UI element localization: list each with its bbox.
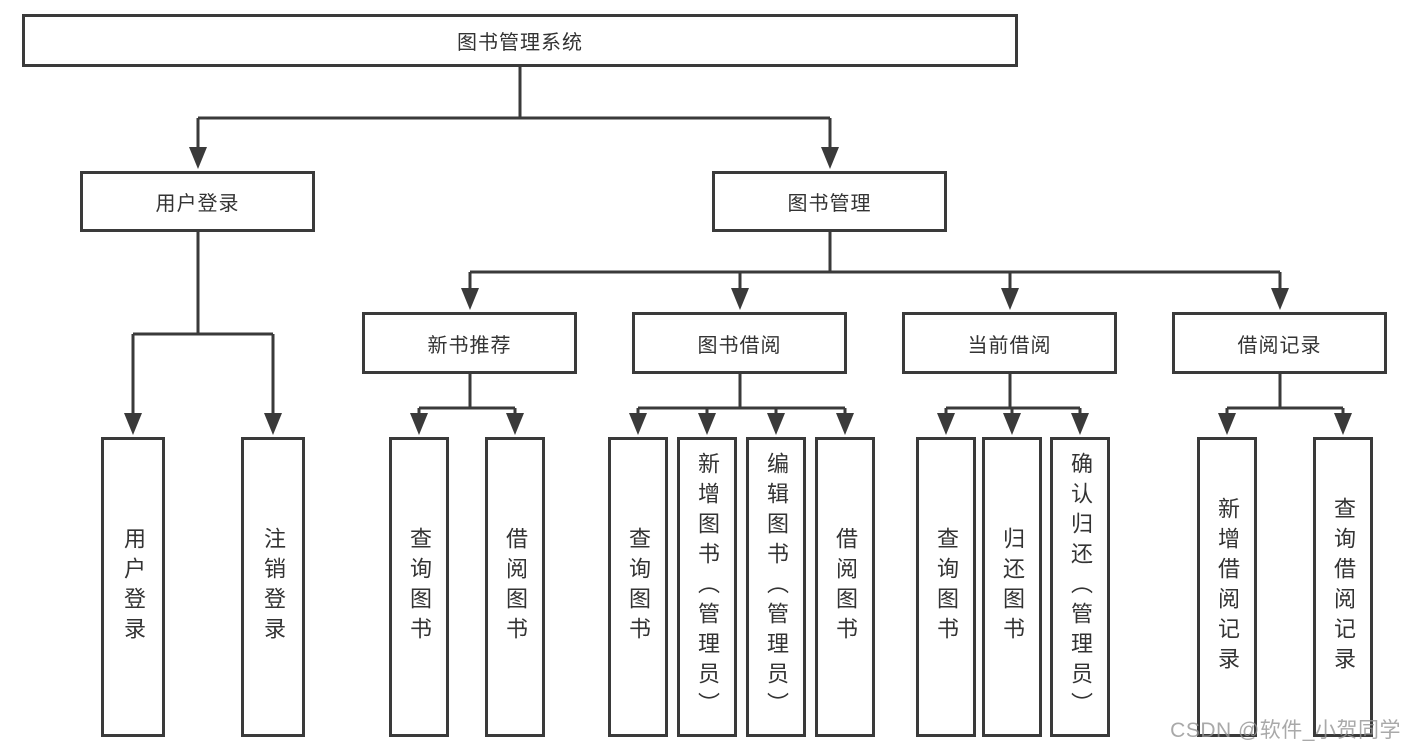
leaf-records-query-record-label: 查询借阅记录 [1331, 497, 1356, 677]
arrowhead [1071, 413, 1089, 435]
arrowhead [1334, 413, 1352, 435]
arrowhead [506, 413, 524, 435]
watermark: CSDN @软件_小贺同学 [1170, 719, 1401, 742]
connector-bookborrow-to-leaves [636, 374, 847, 415]
arrowhead [937, 413, 955, 435]
arrowhead [767, 413, 785, 435]
leaf-records-add-record: 新增借阅记录 [1197, 437, 1257, 737]
arrowhead [1271, 288, 1289, 310]
leaf-borrow-borrow-books-label: 借阅图书 [833, 527, 858, 647]
node-root: 图书管理系统 [22, 14, 1018, 67]
connector-userlogin-to-leaves [131, 232, 275, 415]
leaf-current-query-books-label: 查询图书 [934, 527, 959, 647]
node-current-borrow-label: 当前借阅 [967, 334, 1052, 357]
leaf-newbook-borrow-books-label: 借阅图书 [503, 527, 528, 647]
leaf-current-confirm-return-admin: 确认归还（管理员） [1050, 437, 1110, 737]
leaf-logout-label: 注销登录 [261, 527, 286, 647]
connector-records-to-leaves [1225, 374, 1345, 415]
node-user-login: 用户登录 [80, 171, 315, 232]
leaf-borrow-add-books-admin: 新增图书（管理员） [677, 437, 737, 737]
arrowhead [410, 413, 428, 435]
leaf-newbook-query-books: 查询图书 [389, 437, 449, 737]
leaf-current-confirm-return-admin-label: 确认归还（管理员） [1068, 452, 1093, 722]
leaf-newbook-borrow-books: 借阅图书 [485, 437, 545, 737]
node-new-book-recommend-label: 新书推荐 [427, 334, 512, 357]
arrowhead [629, 413, 647, 435]
arrowhead [1218, 413, 1236, 435]
leaf-borrow-borrow-books: 借阅图书 [815, 437, 875, 737]
connector-newbook-to-leaves [417, 374, 517, 415]
leaf-borrow-query-books-label: 查询图书 [626, 527, 651, 647]
arrowhead [698, 413, 716, 435]
leaf-user-login: 用户登录 [101, 437, 165, 737]
leaf-user-login-label: 用户登录 [121, 527, 146, 647]
node-borrow-records: 借阅记录 [1172, 312, 1387, 374]
node-current-borrow: 当前借阅 [902, 312, 1117, 374]
arrowhead [189, 147, 207, 169]
arrowhead [461, 288, 479, 310]
leaf-records-add-record-label: 新增借阅记录 [1215, 497, 1240, 677]
arrowhead [821, 147, 839, 169]
arrowhead [1003, 413, 1021, 435]
node-book-borrow-label: 图书借阅 [697, 334, 782, 357]
connector-currentborrow-to-leaves [944, 374, 1082, 415]
arrowhead [124, 413, 142, 435]
leaf-logout: 注销登录 [241, 437, 305, 737]
arrowhead [836, 413, 854, 435]
node-new-book-recommend: 新书推荐 [362, 312, 577, 374]
node-book-management-label: 图书管理 [787, 193, 872, 215]
leaf-current-return-books-label: 归还图书 [1000, 527, 1025, 647]
node-book-borrow: 图书借阅 [632, 312, 847, 374]
leaf-borrow-edit-books-admin-label: 编辑图书（管理员） [764, 452, 789, 722]
node-borrow-records-label: 借阅记录 [1237, 334, 1322, 357]
leaf-borrow-query-books: 查询图书 [608, 437, 668, 737]
leaf-borrow-add-books-admin-label: 新增图书（管理员） [695, 452, 720, 722]
leaf-records-query-record: 查询借阅记录 [1313, 437, 1373, 737]
connector-root-to-level2 [196, 64, 832, 149]
leaf-current-return-books: 归还图书 [982, 437, 1042, 737]
arrowhead [731, 288, 749, 310]
leaf-current-query-books: 查询图书 [916, 437, 976, 737]
node-book-management: 图书管理 [712, 171, 947, 232]
node-root-label: 图书管理系统 [457, 32, 583, 54]
leaf-borrow-edit-books-admin: 编辑图书（管理员） [746, 437, 806, 737]
leaf-newbook-query-books-label: 查询图书 [407, 527, 432, 647]
arrowhead [264, 413, 282, 435]
node-user-login-label: 用户登录 [155, 193, 240, 215]
arrowhead [1001, 288, 1019, 310]
connector-bookmgmt-to-level3 [468, 232, 1282, 290]
